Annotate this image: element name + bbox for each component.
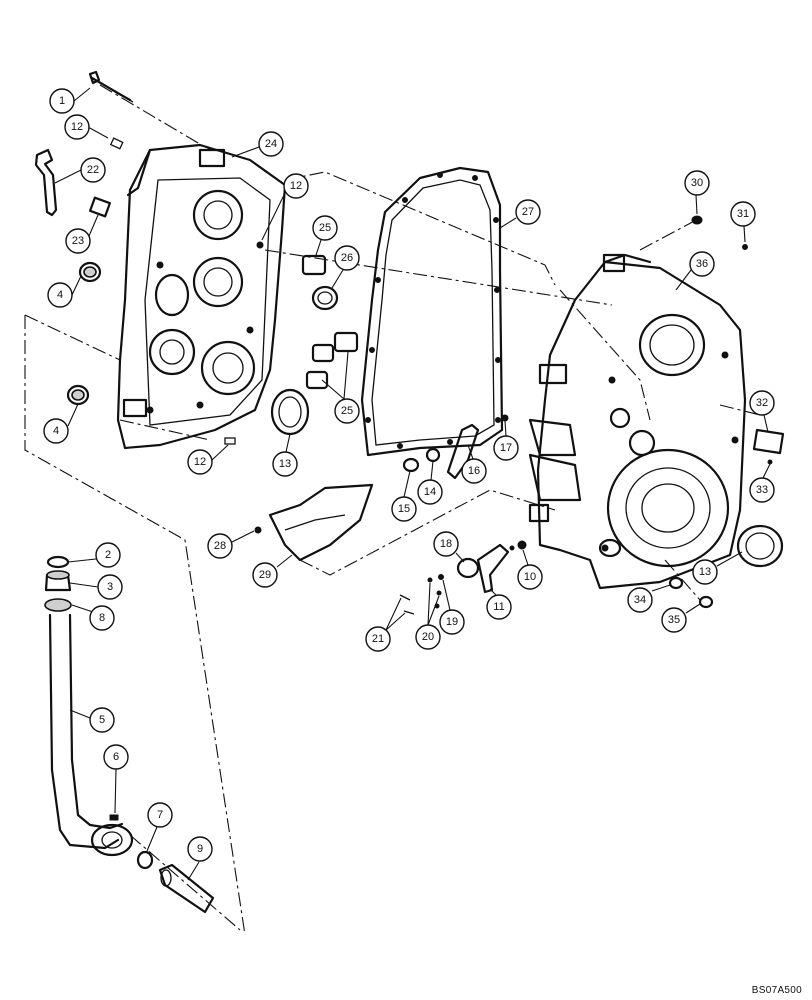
callout-13: 13 [692, 559, 718, 585]
gasket [360, 166, 504, 457]
callout-3: 3 [97, 574, 123, 600]
callout-24: 24 [258, 131, 284, 157]
assembly-center-lines [24, 84, 761, 936]
callout-14: 14 [417, 479, 443, 505]
callout-26: 26 [334, 245, 360, 271]
callout-1: 1 [49, 88, 75, 114]
svg-text:3: 3 [107, 581, 113, 593]
svg-text:14: 14 [424, 486, 436, 498]
callout-7: 7 [147, 802, 173, 828]
callout-33: 33 [749, 477, 775, 503]
svg-text:9: 9 [197, 843, 203, 855]
callout-10: 10 [517, 564, 543, 590]
svg-text:21: 21 [372, 633, 384, 645]
callout-5: 5 [89, 707, 115, 733]
callout-21: 21 [365, 626, 391, 652]
svg-text:26: 26 [341, 252, 353, 264]
callout-12: 12 [283, 173, 309, 199]
callout-25: 25 [312, 215, 338, 241]
svg-text:7: 7 [157, 809, 163, 821]
svg-text:24: 24 [265, 138, 277, 150]
callout-32: 32 [749, 390, 775, 416]
callout-13: 13 [272, 451, 298, 477]
callout-30: 30 [684, 170, 710, 196]
svg-text:12: 12 [71, 121, 83, 133]
svg-text:18: 18 [440, 538, 452, 550]
svg-text:27: 27 [522, 206, 534, 218]
callout-23: 23 [65, 228, 91, 254]
svg-text:13: 13 [279, 458, 291, 470]
small-parts [34, 70, 785, 914]
callout-31: 31 [730, 201, 756, 227]
callout-6: 6 [103, 744, 129, 770]
svg-text:32: 32 [756, 397, 768, 409]
callout-20: 20 [415, 624, 441, 650]
svg-text:35: 35 [668, 614, 680, 626]
svg-text:33: 33 [756, 484, 768, 496]
svg-text:12: 12 [290, 180, 302, 192]
svg-text:36: 36 [696, 258, 708, 270]
callout-4: 4 [47, 282, 73, 308]
svg-text:20: 20 [422, 631, 434, 643]
callout-35: 35 [661, 607, 687, 633]
svg-text:23: 23 [72, 235, 84, 247]
callout-28: 28 [207, 533, 233, 559]
svg-text:13: 13 [699, 566, 711, 578]
svg-text:1: 1 [59, 95, 65, 107]
front-housing-cover [116, 143, 287, 450]
svg-text:34: 34 [634, 594, 646, 606]
svg-text:25: 25 [341, 405, 353, 417]
svg-text:30: 30 [691, 177, 703, 189]
svg-text:6: 6 [113, 751, 119, 763]
drawing-reference-code: BS07A500 [751, 985, 802, 996]
callout-bubbles: 1 12 24 22 12 23 25 26 4 27 30 31 36 25 … [43, 88, 775, 862]
svg-text:4: 4 [53, 425, 59, 437]
svg-text:8: 8 [99, 612, 105, 624]
callout-36: 36 [689, 251, 715, 277]
callout-19: 19 [439, 609, 465, 635]
svg-text:31: 31 [737, 208, 749, 220]
leader-lines [54, 87, 772, 881]
callout-17: 17 [493, 435, 519, 461]
callout-18: 18 [433, 531, 459, 557]
callout-11: 11 [486, 594, 512, 620]
svg-text:4: 4 [57, 289, 63, 301]
svg-text:28: 28 [214, 540, 226, 552]
callout-4: 4 [43, 418, 69, 444]
svg-text:19: 19 [446, 616, 458, 628]
rear-housing [528, 253, 747, 590]
callout-27: 27 [515, 199, 541, 225]
svg-text:29: 29 [259, 569, 271, 581]
callout-8: 8 [89, 605, 115, 631]
callout-29: 29 [252, 562, 278, 588]
svg-text:10: 10 [524, 571, 536, 583]
svg-text:16: 16 [468, 465, 480, 477]
callout-9: 9 [187, 836, 213, 862]
callout-25: 25 [334, 398, 360, 424]
callout-12: 12 [187, 449, 213, 475]
svg-text:17: 17 [500, 442, 512, 454]
svg-text:25: 25 [319, 222, 331, 234]
svg-text:5: 5 [99, 714, 105, 726]
callout-34: 34 [627, 587, 653, 613]
callout-22: 22 [80, 157, 106, 183]
callout-16: 16 [461, 458, 487, 484]
callout-2: 2 [95, 542, 121, 568]
svg-text:22: 22 [87, 164, 99, 176]
callout-12: 12 [64, 114, 90, 140]
svg-text:15: 15 [398, 503, 410, 515]
svg-text:2: 2 [105, 549, 111, 561]
callout-15: 15 [391, 496, 417, 522]
svg-text:11: 11 [493, 601, 504, 613]
svg-text:12: 12 [194, 456, 206, 468]
